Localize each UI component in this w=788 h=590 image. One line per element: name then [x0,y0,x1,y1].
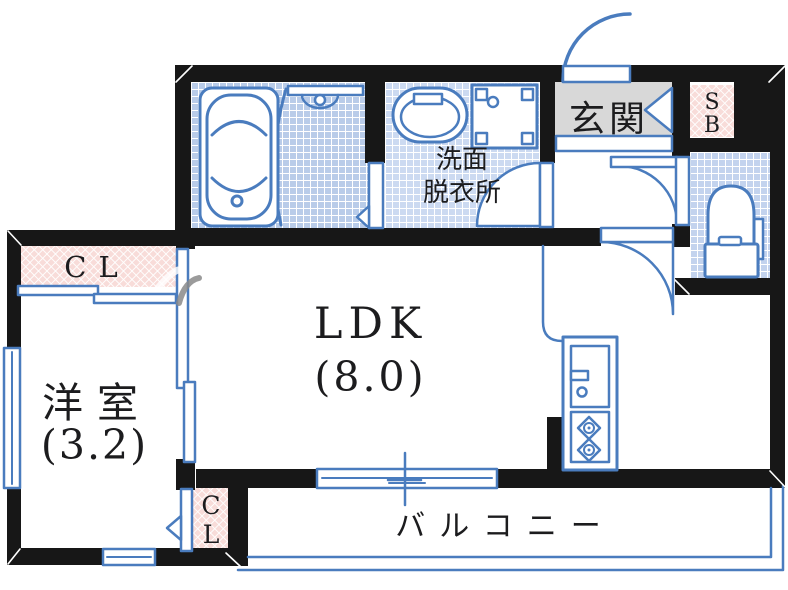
wall [540,82,555,163]
closet-lower-area [193,488,228,550]
shoebox-label-line1: S [704,90,720,115]
entrance-door [561,12,674,134]
shoebox-label-line2: B [703,113,721,138]
entrance-step [554,134,674,153]
washroom-label-line2: 脱衣所 [422,178,501,208]
wall [7,548,103,565]
watermark-mark [154,266,202,306]
closet-lower-label: C L [195,491,227,549]
closet-upper-area [20,246,176,287]
wall [176,459,195,490]
sink [391,86,469,144]
wall [672,138,690,158]
shoebox-label: S B [690,91,734,137]
washing-machine-pan [470,83,539,150]
wall [175,65,191,246]
closet-upper-label: CL [64,250,130,284]
wall [770,65,785,488]
western-room-label: 洋室 [42,379,152,427]
toilet [703,184,765,279]
wall [7,488,21,565]
wall [675,278,772,295]
wall [675,138,772,152]
ldk-size-label: (8.0) [314,353,427,401]
closet-lower-door [165,487,194,553]
wall [365,82,385,163]
wall [155,548,248,566]
closet-lower-label-line1: C [201,491,221,520]
ldk-label: LDK [313,299,428,349]
stove-burner [576,437,602,463]
wall [734,82,772,138]
bathtub [198,86,280,228]
balcony-window [315,451,499,507]
wall [7,230,21,348]
shoebox-area [690,85,734,137]
wall [497,469,772,488]
balcony-outline [236,484,785,572]
kitchen-unit [541,244,619,472]
partition-sliding-door [175,247,197,464]
bathroom-door [273,87,385,230]
western-room-size-label: (3.2) [40,421,149,469]
bath-counter [286,84,365,110]
washroom-label-line1: 洗面 [435,145,488,175]
wall [175,65,785,82]
wall [176,230,195,249]
ldk-door [599,226,675,316]
wall-joints [7,65,788,568]
western-room-bottom-window [101,547,157,567]
closet-lower-label-line2: L [202,520,220,549]
entrance-label: 玄関 [568,99,649,140]
closet-upper-sliding-door [16,284,178,305]
washroom-label: 洗面 脱衣所 [397,144,527,210]
western-room-left-window [2,346,22,490]
toilet-door [609,155,691,227]
wall [7,230,195,246]
wall [672,82,690,140]
balcony-label: バルコニー [395,509,615,544]
wall [547,417,563,470]
wall [228,472,248,562]
wall [672,224,690,247]
wall [175,228,601,246]
washroom-door [475,161,555,229]
